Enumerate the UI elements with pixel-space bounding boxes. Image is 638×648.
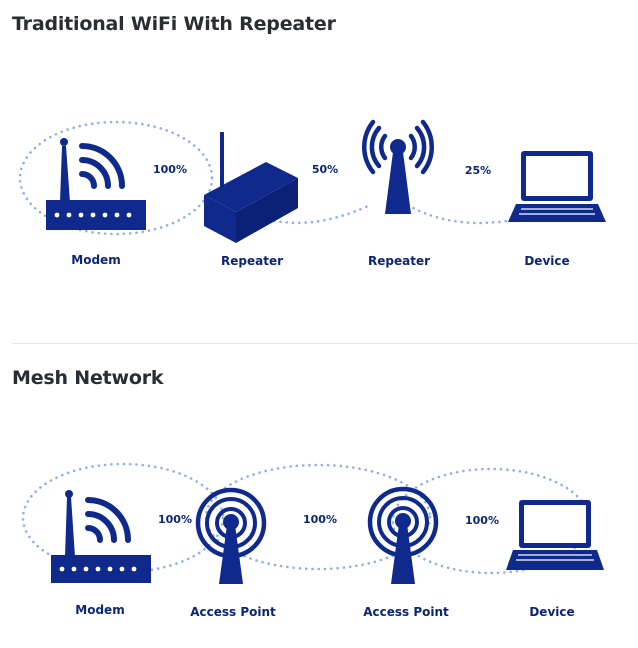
mesh-network-diagram: 100% 100% 100% Modem Access Point Access…	[21, 462, 604, 619]
node-label-repeater-tower: Repeater	[368, 254, 430, 268]
section-divider	[12, 343, 638, 344]
access-point-icon	[195, 487, 267, 584]
laptop-icon	[506, 500, 604, 570]
link-strength-1: 100%	[153, 163, 187, 176]
section-title-traditional: Traditional WiFi With Repeater	[12, 13, 336, 35]
modem-coverage-dots	[18, 120, 214, 236]
link-strength-1: 100%	[158, 513, 192, 526]
node-label-access-point-2: Access Point	[363, 605, 449, 619]
link-strength-3: 100%	[465, 514, 499, 527]
access-point-icon	[367, 486, 439, 584]
node-label-repeater: Repeater	[221, 254, 283, 268]
modem-icon	[51, 490, 151, 583]
repeater-box-icon	[204, 132, 298, 243]
node-label-modem: Modem	[71, 253, 120, 267]
link-strength-2: 100%	[303, 513, 337, 526]
node-label-device: Device	[524, 254, 569, 268]
link-strength-3: 25%	[465, 164, 491, 177]
antenna-tower-icon	[362, 119, 434, 214]
modem-coverage-dots	[21, 462, 225, 574]
traditional-wifi-diagram: 100% 50% 25% Modem Repeater Repeater Dev…	[18, 119, 606, 268]
link-strength-2: 50%	[312, 163, 338, 176]
node-label-access-point-1: Access Point	[190, 605, 276, 619]
tower-link-dots	[406, 203, 514, 225]
modem-icon	[46, 138, 146, 230]
node-label-modem: Modem	[75, 603, 124, 617]
section-title-mesh: Mesh Network	[12, 367, 164, 389]
laptop-icon	[508, 151, 606, 222]
node-label-device: Device	[529, 605, 574, 619]
